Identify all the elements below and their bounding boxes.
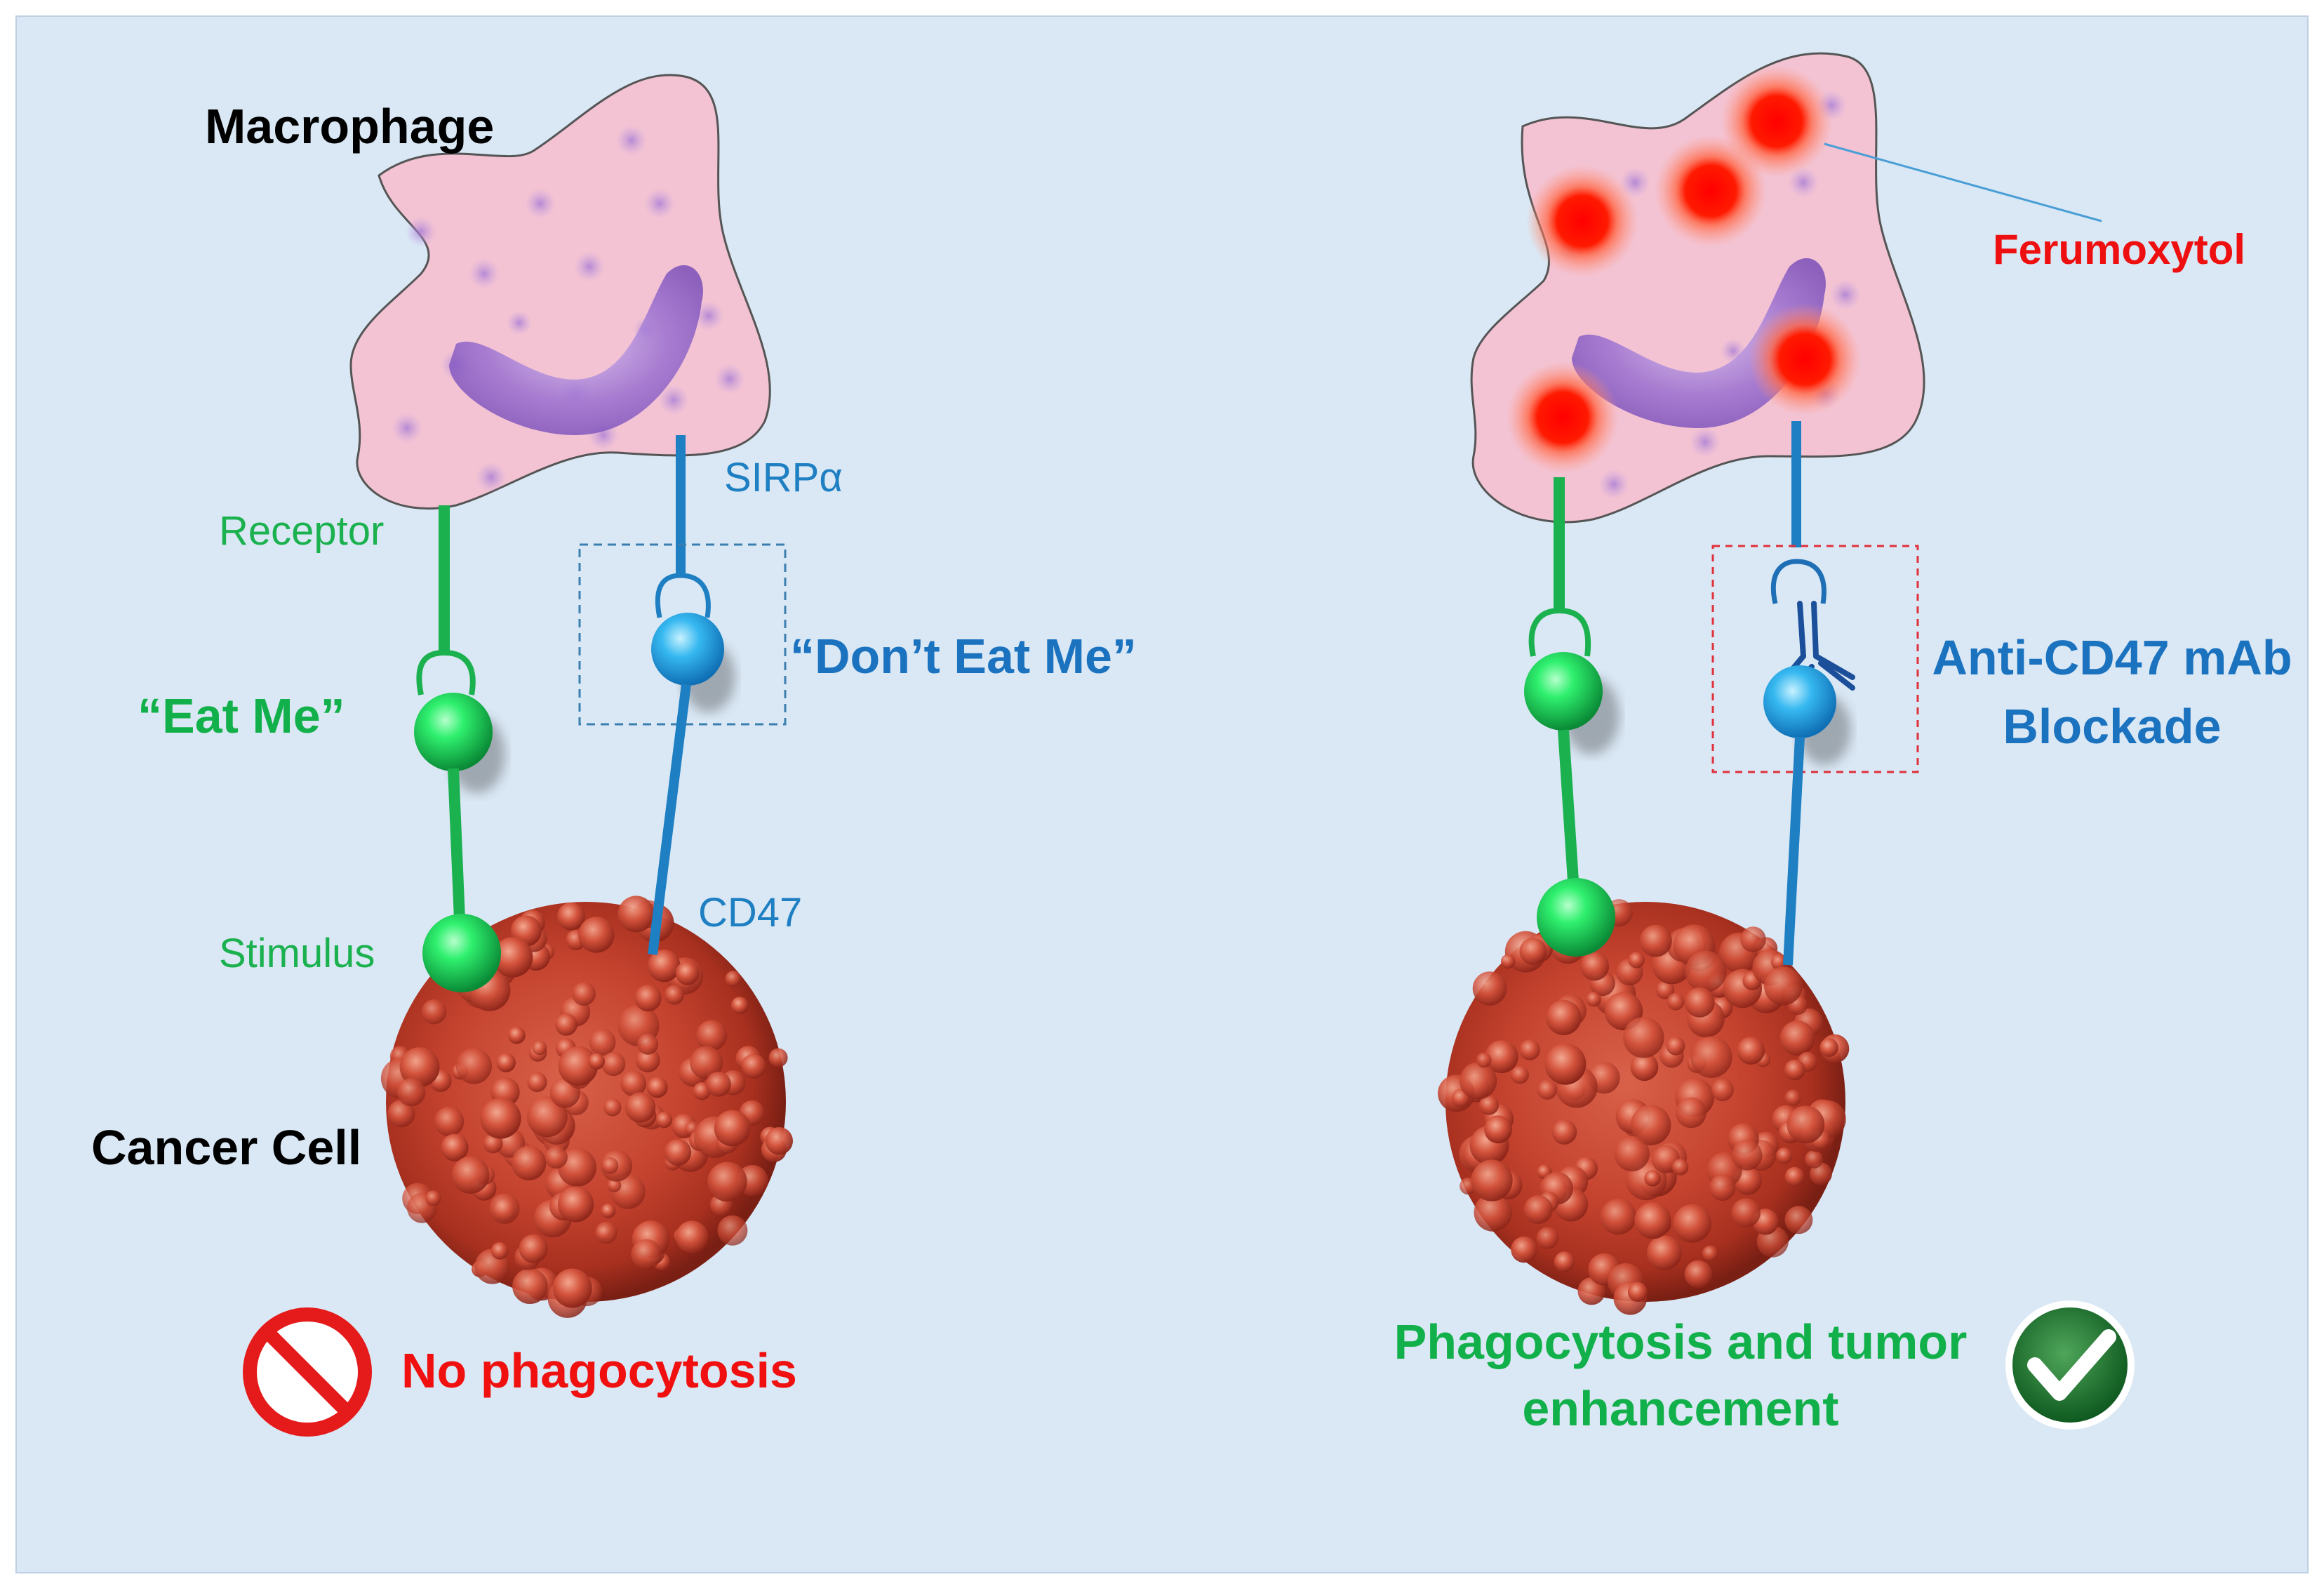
ferumoxytol-pointer [1824,142,2102,222]
cancer-cell-right [1438,899,1850,1315]
prohibition-icon [243,1307,372,1437]
macrophage-label: Macrophage [205,99,495,154]
cd47-label: CD47 [698,890,803,936]
eat-me-pathway-left [414,505,505,992]
checkmark-icon [2005,1300,2135,1430]
diagram-panel [15,15,2309,1573]
cancer-cell-label: Cancer Cell [91,1120,362,1175]
macrophage-left [349,74,771,510]
stimulus-label: Stimulus [219,931,375,976]
antibody-label-line1: Anti-CD47 mAb [1932,630,2292,685]
no-phagocytosis-label: No phagocytosis [401,1343,797,1398]
ferumoxytol-particles [1507,65,1861,474]
antibody-blockade-pathway-right [1711,421,1919,966]
dont-eat-me-pathway-left [578,435,787,955]
sirp-alpha-label: SIRPα [724,455,843,500]
cancer-cell-left [380,896,794,1318]
eat-me-pathway-right [1524,477,1620,957]
receptor-label: Receptor [219,508,385,554]
macrophage-right [1470,52,1925,524]
antibody-label-line2: Blockade [2003,699,2222,754]
ferumoxytol-label: Ferumoxytol [1993,226,2246,273]
phagocytosis-label-line2: enhancement [1522,1381,1839,1436]
phagocytosis-label-line1: Phagocytosis and tumor [1394,1314,1968,1369]
dont-eat-me-label: “Don’t Eat Me” [790,629,1137,684]
eat-me-label: “Eat Me” [138,688,345,743]
